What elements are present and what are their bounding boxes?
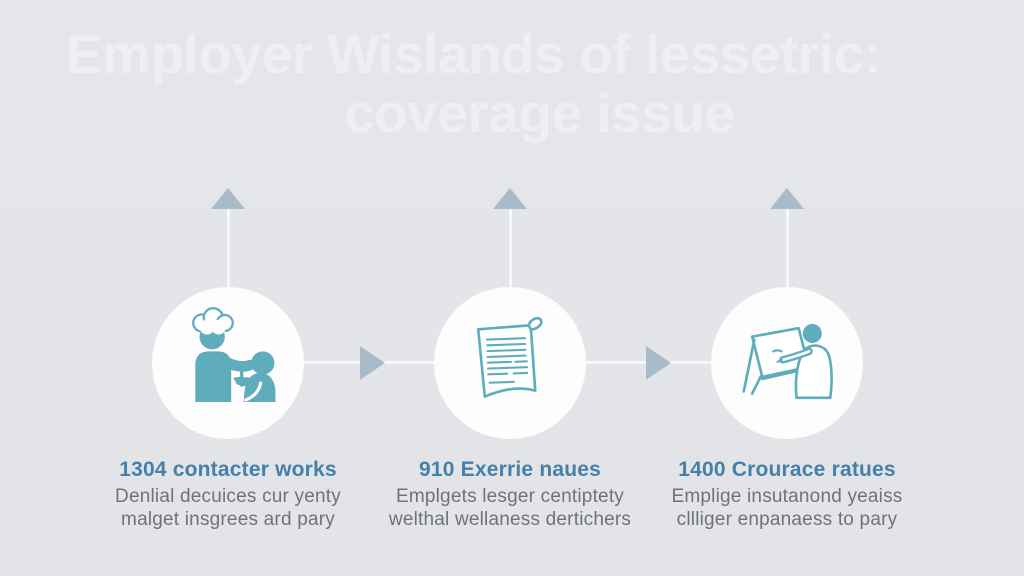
step-2-desc-line-2: welthal wellaness dertichers	[388, 509, 632, 530]
step-1-heading: 1304 contacter works	[119, 458, 337, 481]
right-arrow-icon	[646, 346, 671, 380]
caregiver-patient-icon	[192, 307, 276, 403]
step-3-desc-line-2: cllliger enpanaess to pary	[676, 509, 898, 530]
step-2-description: Emplgets lesger centiptety welthal wella…	[360, 485, 660, 531]
page-title-line-1: Employer Wislands of lessetric:	[66, 23, 882, 85]
step-1-desc-line-2: malget insgrees ard pary	[121, 509, 335, 530]
step-2-desc-line-1: Emplgets lesger centiptety	[395, 486, 625, 507]
step-1-description: Denlial decuices cur yenty malget insgre…	[78, 485, 378, 531]
step-1-circle	[152, 287, 304, 439]
document-scroll-icon	[476, 316, 543, 398]
drafting-board-icon	[742, 323, 833, 400]
step-2-circle	[434, 287, 586, 439]
step-3-circle	[711, 287, 863, 439]
step-3-heading: 1400 Crourace ratues	[678, 458, 896, 481]
step-3-desc-line-1: Emplige insutanond yeaiss	[671, 486, 903, 507]
up-arrow-stem	[226, 209, 230, 288]
up-arrow-stem	[508, 209, 512, 288]
page-title-line-2: coverage issue	[344, 82, 735, 144]
up-arrow-icon	[493, 188, 527, 209]
step-2-heading: 910 Exerrie naues	[418, 458, 602, 481]
right-arrow-icon	[360, 346, 385, 380]
up-arrow-icon	[770, 188, 804, 209]
step-1-desc-line-1: Denlial decuices cur yenty	[115, 486, 341, 507]
step-3-description: Emplige insutanond yeaiss cllliger enpan…	[637, 485, 937, 531]
up-arrow-stem	[785, 209, 789, 288]
up-arrow-icon	[211, 188, 245, 209]
